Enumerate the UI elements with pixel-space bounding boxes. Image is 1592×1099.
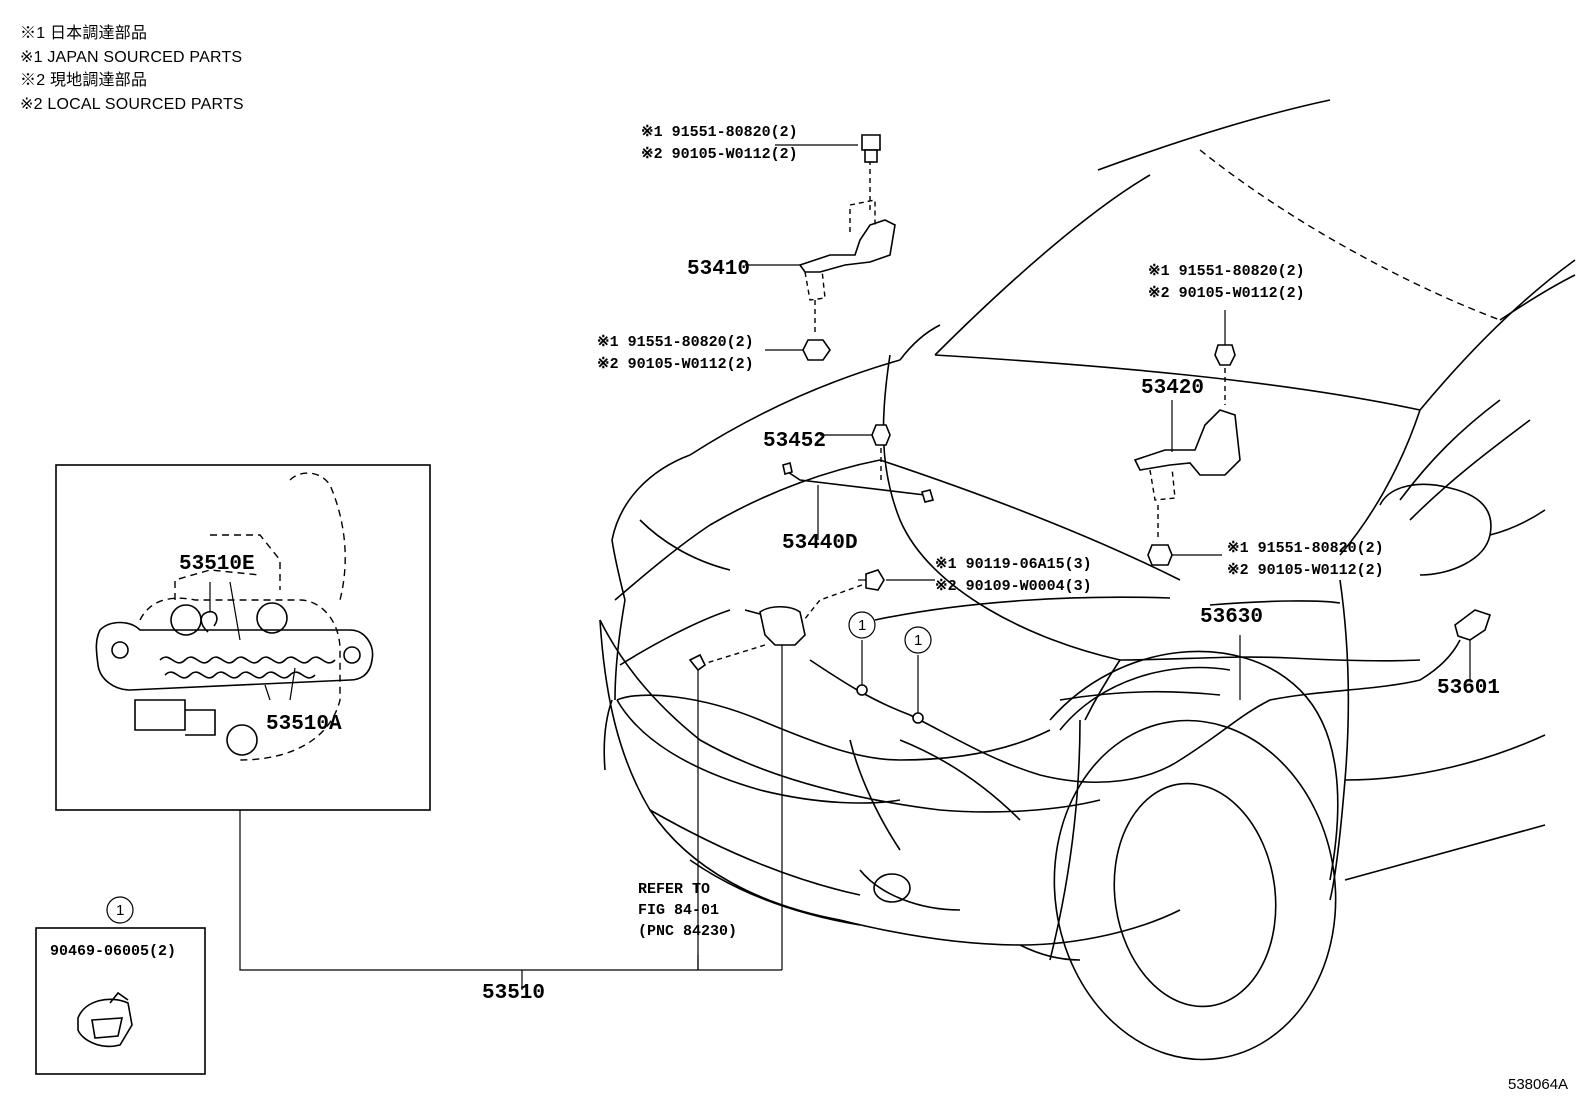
hinge-lh-53410 [745,134,896,361]
label-bolt-lhlow-1: ※1 91551-80820(2) [597,334,754,351]
label-latch-bolt-1: ※1 90119-06A15(3) [935,556,1092,573]
circle-ref-cable-1: 1 [858,617,866,634]
note-line: ※2 LOCAL SOURCED PARTS [20,95,244,113]
label-stay-holder: 53452 [763,430,826,453]
clamp-detail-box [35,896,206,1075]
car-body-outline [599,99,1576,1061]
label-bolt-top-1: ※1 91551-80820(2) [641,124,798,141]
callout-labels: ※1 91551-80820(2) ※2 90105-W0112(2) 5341… [50,124,1568,1093]
label-support-rod: 53440D [782,532,858,555]
label-bolt-top-2: ※2 90105-W0112(2) [641,146,798,163]
label-hinge-rh: 53420 [1141,377,1204,400]
label-bolt-rhlow-1: ※1 91551-80820(2) [1227,540,1384,557]
hinge-rh-53420 [1133,310,1241,566]
hood-lock-detail-inset [55,464,431,811]
label-bolt-rhlow-2: ※2 90105-W0112(2) [1227,562,1384,579]
label-release-lever: 53601 [1437,677,1500,700]
circle-ref-cable-2: 1 [914,632,922,649]
label-refer-3: (PNC 84230) [638,923,737,940]
figure-id: 538064A [1508,1076,1568,1093]
note-line: ※1 日本調達部品 [20,25,148,42]
note-line: ※2 現地調達部品 [20,72,148,89]
label-latch-bolt-2: ※2 90109-W0004(3) [935,578,1092,595]
label-bolt-rhtop-1: ※1 91551-80820(2) [1148,263,1305,280]
hood-lock-assembly [239,569,1492,990]
circle-ref-clamp: 1 [116,902,124,919]
label-spring-e: 53510E [179,553,255,576]
label-clamp: 90469-06005(2) [50,943,176,960]
note-line: ※1 JAPAN SOURCED PARTS [20,48,243,66]
label-hood-lock: 53510 [482,982,545,1005]
label-release-cable: 53630 [1200,606,1263,629]
label-refer-1: REFER TO [638,881,710,898]
label-bolt-lhlow-2: ※2 90105-W0112(2) [597,356,754,373]
label-refer-2: FIG 84-01 [638,902,719,919]
label-spring-a: 53510A [266,713,342,736]
hood-support-rod [782,424,935,540]
label-hinge-lh: 53410 [687,258,750,281]
label-bolt-rhtop-2: ※2 90105-W0112(2) [1148,285,1305,302]
sourcing-notes: ※1 日本調達部品 ※1 JAPAN SOURCED PARTS ※2 現地調達… [20,22,244,116]
